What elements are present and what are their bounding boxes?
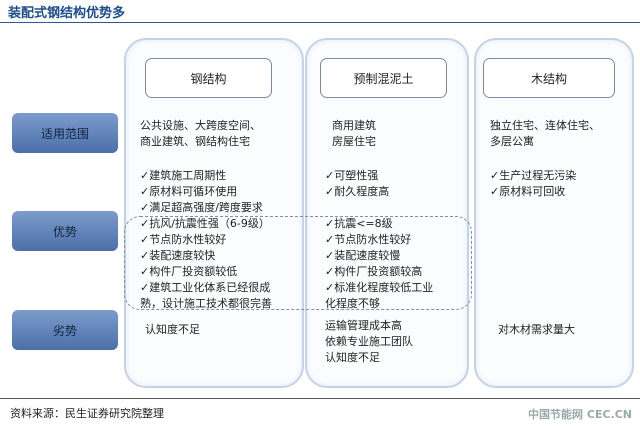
source-note: 资料来源：民生证券研究院整理 xyxy=(10,407,164,420)
steel-advantages: ✓建筑施工周期性✓原材料可循环使用✓满足超高强度/跨度要求✓抗风/抗震性强（6-… xyxy=(140,169,272,310)
concrete-advantages: ✓可塑性强✓耐久程度高✓抗震<=8级✓节点防水性较好✓装配速度较慢✓构件厂投资额… xyxy=(325,169,434,310)
row-label-advantages: 优势 xyxy=(12,211,118,251)
row-label-disadvantages: 劣势 xyxy=(12,310,118,350)
concrete-disadvantages: 运输管理成本高依赖专业施工团队认知度不足 xyxy=(325,319,413,364)
dashed-comparison-box xyxy=(124,216,472,310)
steel-disadvantages: 认知度不足 xyxy=(145,323,200,336)
header-precast-concrete: 预制混泥土 xyxy=(320,58,447,98)
header-steel: 钢结构 xyxy=(145,58,272,98)
row-label-scope: 适用范围 xyxy=(12,113,118,153)
page-title: 装配式钢结构优势多 xyxy=(8,6,126,21)
footer-divider xyxy=(0,398,640,399)
title-divider xyxy=(0,22,640,23)
watermark: 中国节能网 CEC.CN xyxy=(528,408,632,421)
wood-scope: 独立住宅、连体住宅、多层公寓 xyxy=(490,119,600,148)
wood-advantages: ✓生产过程无污染✓原材料可回收 xyxy=(490,169,577,198)
steel-scope: 公共设施、大跨度空间、商业建筑、钢结构住宅 xyxy=(140,119,261,148)
header-wood: 木结构 xyxy=(483,58,615,98)
wood-disadvantages: 对木材需求量大 xyxy=(498,323,575,336)
concrete-scope: 商用建筑房屋住宅 xyxy=(332,119,376,148)
